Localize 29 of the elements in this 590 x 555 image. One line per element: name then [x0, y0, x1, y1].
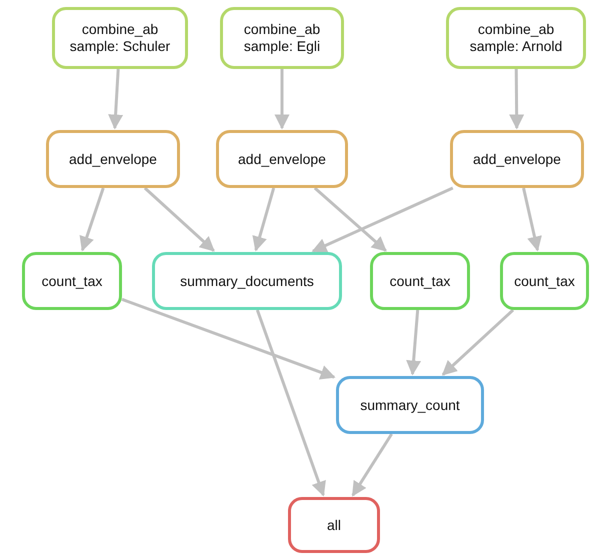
arrow	[80, 188, 105, 252]
node-label: combine_ab	[82, 21, 158, 38]
node-label: add_envelope	[473, 150, 561, 168]
arrow	[352, 433, 393, 497]
arrow	[256, 310, 326, 497]
node-label: all	[326, 516, 341, 534]
node-label: sample: Egli	[244, 38, 320, 55]
node-label: sample: Schuler	[70, 38, 170, 55]
node-label: sample: Arnold	[470, 38, 562, 55]
node-label: count_tax	[42, 272, 102, 290]
node-label: combine_ab	[244, 21, 320, 38]
arrow	[274, 69, 290, 130]
arrow	[509, 68, 524, 130]
arrow	[108, 68, 124, 130]
arrow	[442, 308, 514, 376]
arrow	[144, 186, 215, 252]
node-label: count_tax	[514, 272, 575, 290]
arrow	[406, 310, 422, 376]
arrow	[312, 186, 454, 253]
node-label: combine_ab	[478, 21, 554, 38]
arrow	[252, 188, 276, 252]
node-label: summary_documents	[180, 272, 314, 290]
node-label: summary_count	[360, 396, 460, 414]
node-label: count_tax	[390, 272, 450, 290]
node-label: add_envelope	[238, 150, 326, 168]
node-label: add_envelope	[69, 150, 157, 168]
arrow	[121, 298, 336, 380]
arrow	[314, 186, 387, 252]
arrow	[522, 188, 542, 252]
